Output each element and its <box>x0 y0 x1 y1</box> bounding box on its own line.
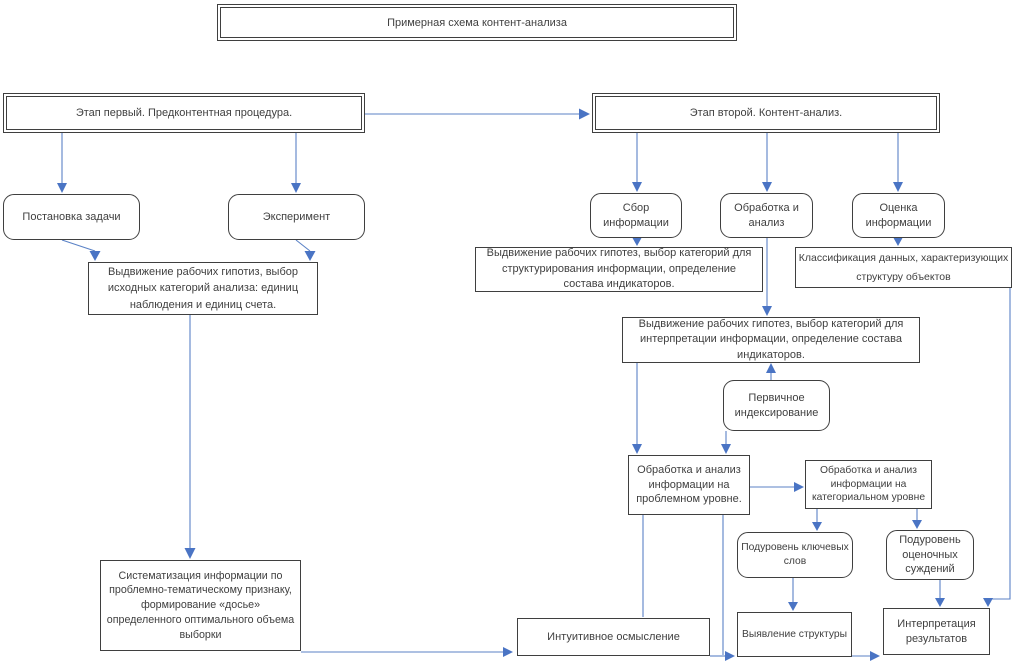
arrowhead-down-icon <box>632 237 642 246</box>
arrowhead-down-icon <box>935 598 945 607</box>
node-categorical-level: Обработка и анализ информации на категор… <box>805 460 932 509</box>
arrowhead-down-icon <box>291 183 301 193</box>
arrowhead-down-icon <box>632 444 642 454</box>
node-task-setting: Постановка задачи <box>3 194 140 240</box>
arrowhead-down-icon <box>983 598 993 607</box>
node-problem-level: Обработка и анализ информации на проблем… <box>628 455 750 515</box>
node-processing-analysis: Обработка и анализ <box>720 193 813 238</box>
diagram-title: Примерная схема контент-анализа <box>220 7 734 38</box>
arrowhead-down-icon <box>304 251 316 261</box>
node-hypotheses-structuring: Выдвижение рабочих гипотез, выбор катего… <box>475 247 763 292</box>
arrowhead-down-icon <box>762 182 772 192</box>
arrowhead-down-icon <box>893 237 903 246</box>
arrowhead-down-icon <box>893 182 903 192</box>
node-results-interpretation: Интерпретация результатов <box>883 608 990 655</box>
arrowhead-right-icon <box>725 651 735 661</box>
node-experiment: Эксперимент <box>228 194 365 240</box>
arrowhead-down-icon <box>788 602 798 611</box>
arrowhead-right-icon <box>870 651 880 661</box>
arrowhead-right-icon <box>794 482 804 492</box>
connector-line <box>988 288 1011 600</box>
stage-first-label: Этап первый. Предконтентная процедура. <box>6 96 362 130</box>
node-keywords-sublevel: Подуровень ключевых слов <box>737 532 853 578</box>
node-systematization: Систематизация информации по проблемно-т… <box>100 560 301 651</box>
stage-first-box: Этап первый. Предконтентная процедура. <box>3 93 365 133</box>
arrowhead-down-icon <box>812 522 822 531</box>
node-data-classification: Классификация данных, характеризующих ст… <box>795 247 1012 288</box>
arrowhead-down-icon <box>57 183 67 193</box>
arrowhead-up-icon <box>766 363 776 373</box>
node-intuitive-comprehension: Интуитивное осмысление <box>517 618 710 656</box>
node-hypotheses-initial: Выдвижение рабочих гипотиз, выбор исходн… <box>88 262 318 315</box>
arrowhead-right-icon <box>579 108 590 120</box>
arrowhead-down-icon <box>762 306 772 316</box>
arrowhead-down-icon <box>721 444 731 454</box>
arrowhead-down-icon <box>912 520 922 529</box>
node-structure-detection: Выявление структуры <box>737 612 852 657</box>
arrowhead-down-icon <box>632 182 642 192</box>
stage-second-box: Этап второй. Контент-анализ. <box>592 93 940 133</box>
node-hypotheses-interpretation: Выдвижение рабочих гипотез, выбор катего… <box>622 317 920 363</box>
node-primary-indexing: Первичное индексирование <box>723 380 830 431</box>
stage-second-label: Этап второй. Контент-анализ. <box>595 96 937 130</box>
arrowhead-down-icon <box>89 251 101 261</box>
arrowhead-right-icon <box>503 647 513 657</box>
arrowhead-down-icon <box>184 548 196 559</box>
node-information-evaluation: Оценка информации <box>852 193 945 238</box>
connectors <box>57 108 1011 661</box>
diagram-title-box: Примерная схема контент-анализа <box>217 4 737 41</box>
connector-line <box>61 239 96 252</box>
node-information-collection: Сбор информации <box>590 193 682 238</box>
connector-line <box>295 239 311 252</box>
node-judgments-sublevel: Подуровень оценочных суждений <box>886 530 974 580</box>
